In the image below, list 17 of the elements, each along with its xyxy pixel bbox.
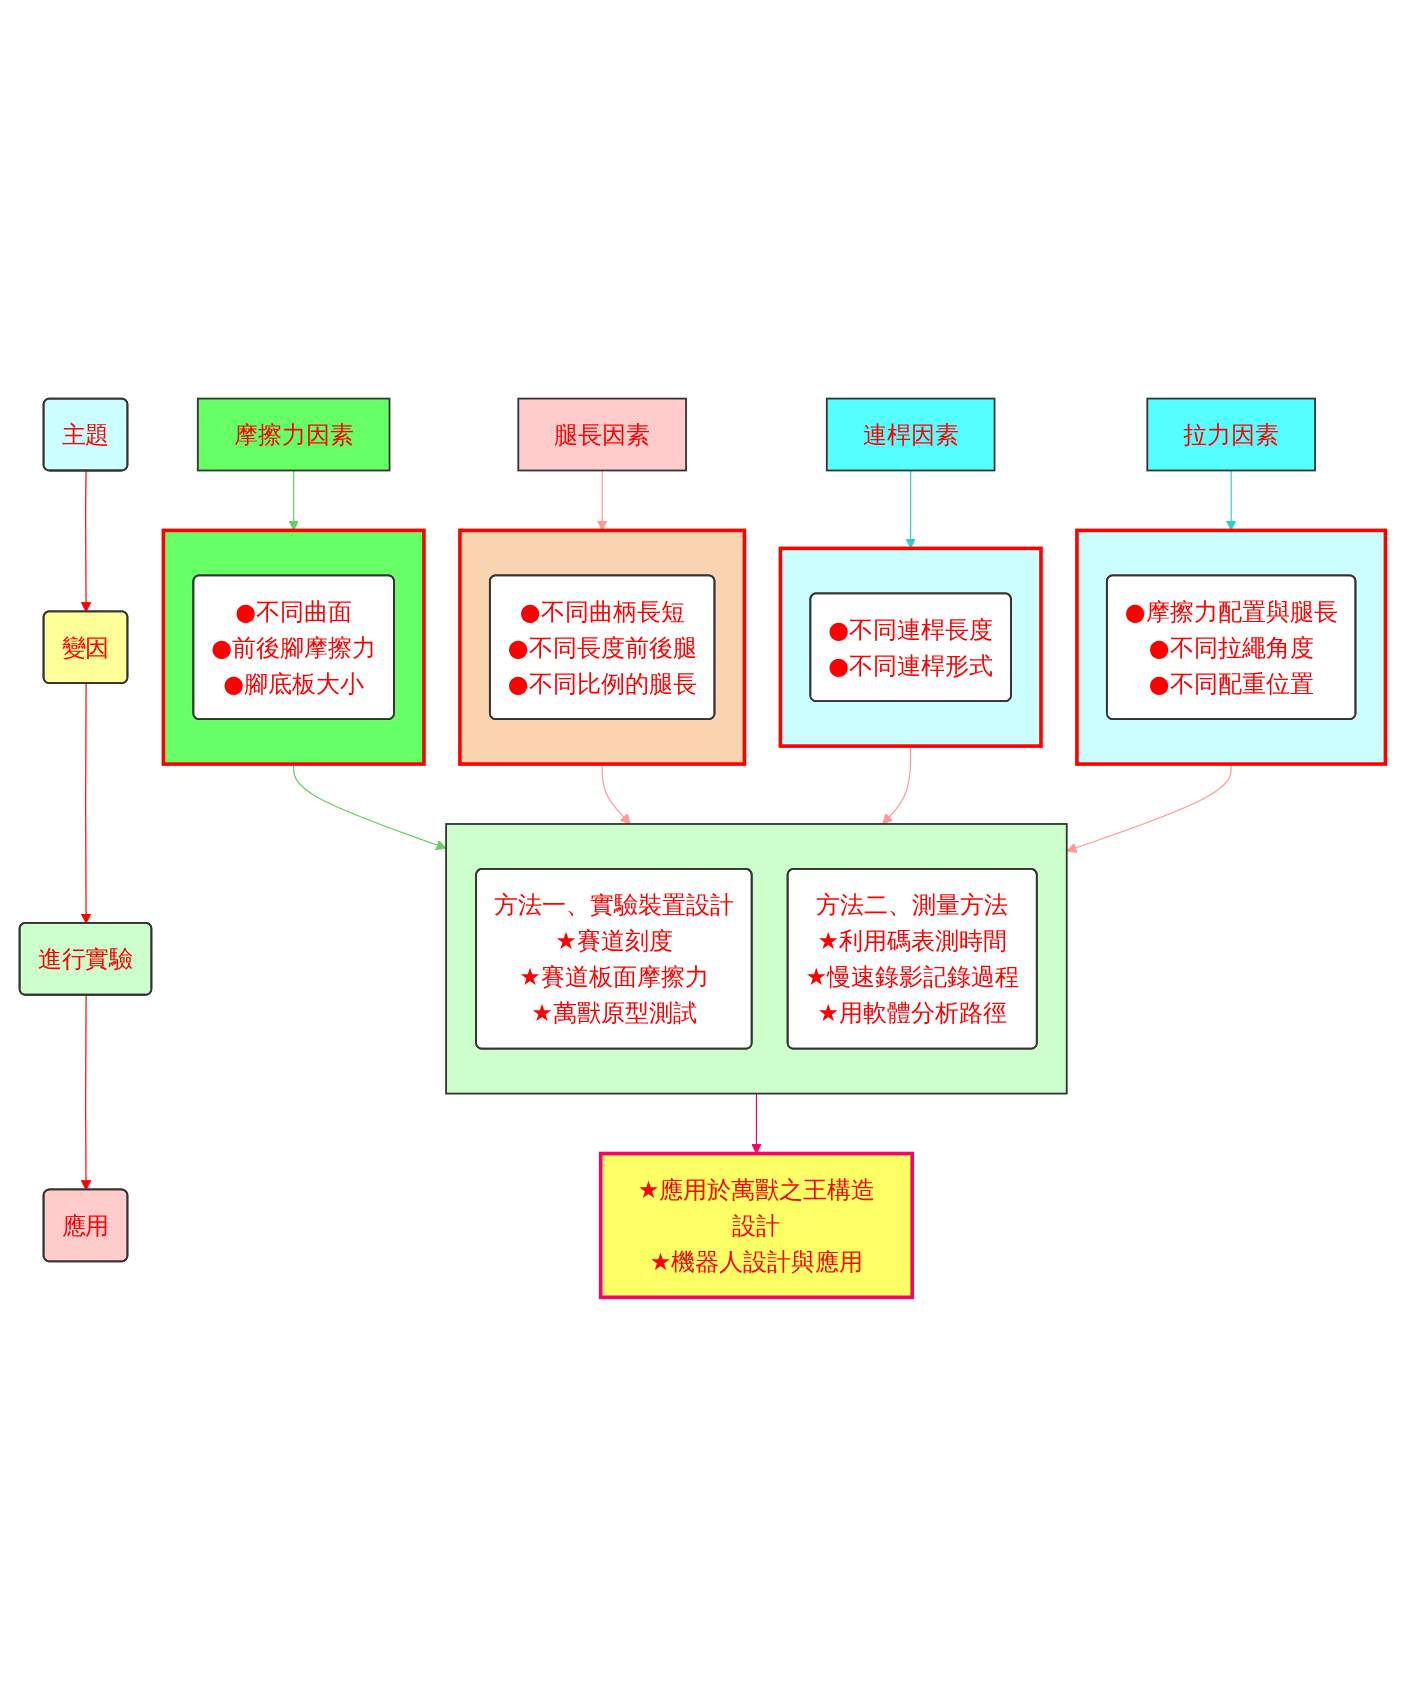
arrow: [80, 470, 92, 613]
cluster: [445, 823, 1068, 1095]
arrow: [80, 683, 92, 924]
arrow: [596, 469, 608, 531]
node-box: ★應用於萬獸之王構造設計 ★機器人設計與應用: [598, 1151, 914, 1300]
node-box: 腿長因素: [517, 397, 687, 472]
arrow: [1225, 469, 1237, 531]
node-box: 拉力因素: [1146, 397, 1316, 472]
node-box: 摩擦力因素: [196, 397, 391, 472]
arrow: [905, 469, 916, 549]
cluster: [1075, 528, 1388, 766]
arrow: [80, 994, 92, 1191]
node-box: 連桿因素: [825, 397, 996, 472]
cluster: [458, 528, 747, 766]
cluster: [161, 528, 426, 766]
arrow: [288, 469, 299, 531]
cluster: [778, 546, 1043, 748]
